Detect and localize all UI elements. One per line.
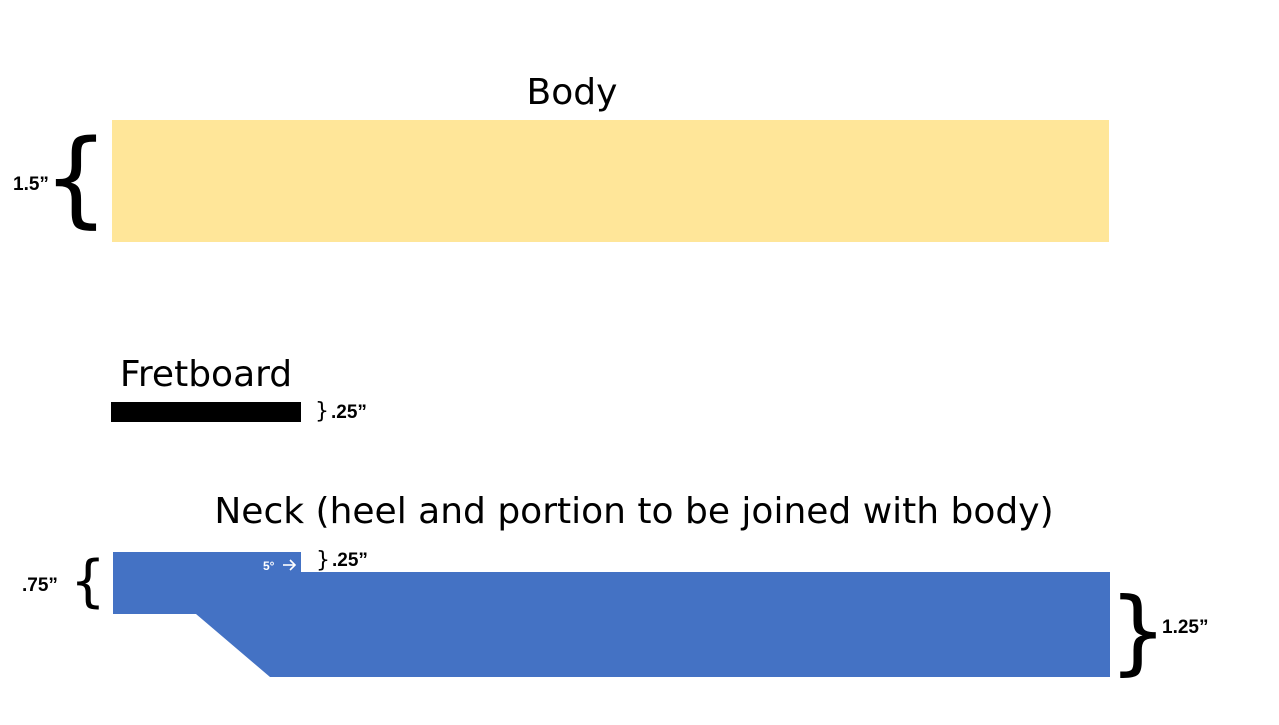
body-title: Body [527,72,618,113]
neck-title: Neck (heel and portion to be joined with… [214,491,1053,532]
neck-step-label: .25” [332,550,368,571]
neck-heel-thickness-label: .75” [22,575,58,596]
body-thickness-brace: { [43,117,109,239]
right-arrow-icon [283,559,297,571]
neck-heel-brace: { [70,549,106,614]
fretboard-block [111,402,301,422]
neck-block [113,552,1110,677]
fretboard-thickness-brace: } [315,399,329,424]
body-block [112,120,1109,242]
neck-overall-brace: } [1109,578,1168,685]
body-thickness-label: 1.5” [13,174,49,195]
neck-overall-thickness-label: 1.25” [1162,617,1208,638]
fretboard-thickness-label: .25” [331,402,367,423]
neck-angle-label: 5° [263,559,275,573]
fretboard-title: Fretboard [120,354,292,395]
neck-step-brace: } [316,548,330,573]
